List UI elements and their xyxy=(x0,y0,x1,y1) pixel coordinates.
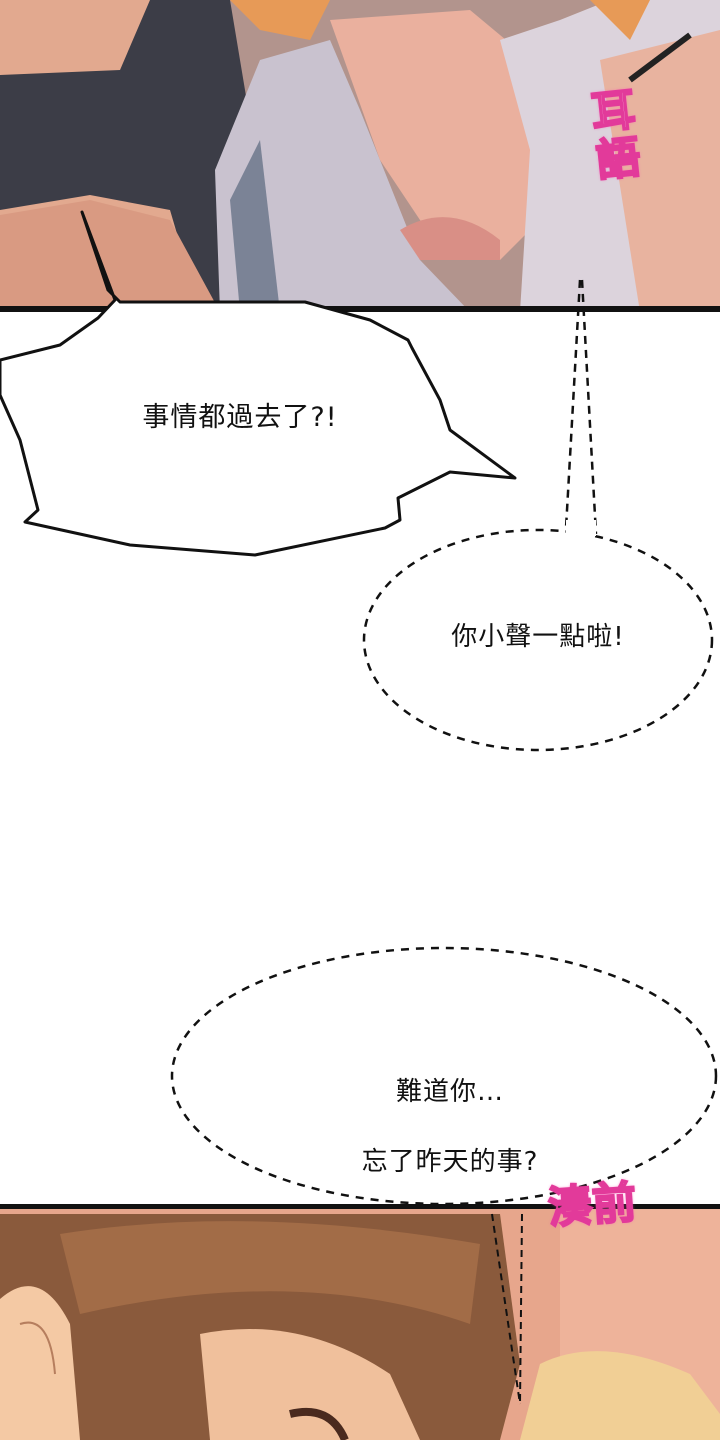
sfx-lean-in-text: 湊前 xyxy=(546,1176,639,1235)
sfx-whisper-text: 耳語 xyxy=(588,83,644,188)
comic-panel-top: 耳語 xyxy=(0,0,720,312)
comic-panel-bottom xyxy=(0,1204,720,1440)
whisper-bubble-2-line-1: 難道你… xyxy=(395,1077,504,1108)
spiky-bubble-text: 事情都過去了?! xyxy=(142,402,338,433)
panel-border xyxy=(0,306,720,312)
whisper-bubble-2-text: 難道你… 忘了昨天的事? xyxy=(310,1040,590,1215)
panel-bottom-artwork xyxy=(0,1204,720,1440)
whisper-bubble-1-text: 你小聲一點啦! xyxy=(451,622,625,652)
whisper-bubble-2-line-2: 忘了昨天的事? xyxy=(361,1147,539,1178)
panel-border xyxy=(0,1204,720,1209)
sfx-lean-in: 湊前 xyxy=(546,1164,670,1236)
sfx-whisper: 耳語 xyxy=(588,83,647,188)
